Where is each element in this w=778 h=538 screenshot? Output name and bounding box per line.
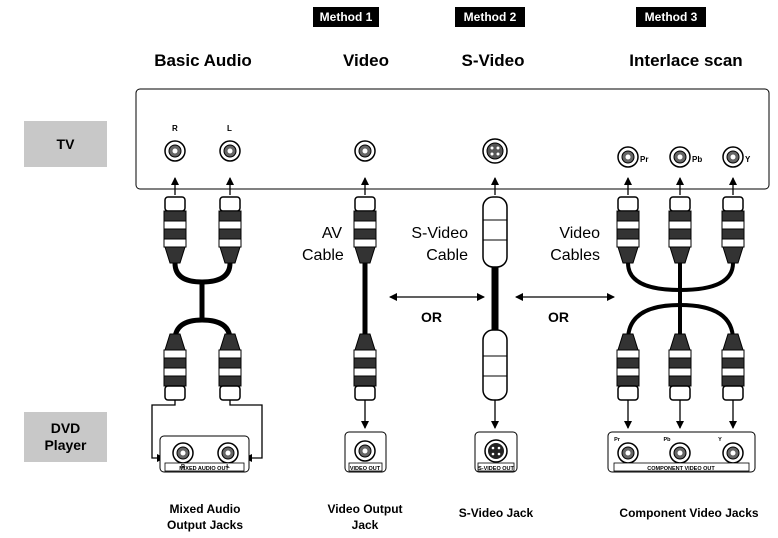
tv-label: TV <box>24 121 107 167</box>
dvd-y-label: Y <box>718 437 722 443</box>
tv-l-label: L <box>227 124 232 133</box>
dvd-video-out-panel <box>344 431 387 473</box>
tv-audio-l-jack <box>219 140 241 162</box>
s-video-out-label: S-VIDEO OUT <box>478 466 514 472</box>
dvd-mixed-audio-panel <box>159 435 250 473</box>
tv-video-jack <box>354 140 376 162</box>
dvd-label-line2: Player <box>44 437 87 453</box>
basic-audio-title: Basic Audio <box>154 51 252 70</box>
tv-pb-label: Pb <box>692 155 702 164</box>
av-cable <box>353 196 377 401</box>
tv-r-label: R <box>172 124 178 133</box>
dvd-label-line1: DVD <box>50 420 81 436</box>
dvd-pb-label: Pb <box>663 437 671 443</box>
method-3-badge: Method 3 <box>636 7 706 27</box>
tv-pr-jack <box>617 146 639 168</box>
video-caption-line1: Video Output <box>327 502 403 516</box>
video-out-label: VIDEO OUT <box>350 466 381 472</box>
dvd-r-label: R <box>181 464 185 470</box>
s-video-cable-line1: S-Video <box>411 225 468 242</box>
method-2-badge: Method 2 <box>455 7 525 27</box>
tv-audio-r-jack <box>164 140 186 162</box>
dvd-l-label: L <box>226 464 230 470</box>
av-cable-line2: Cable <box>302 247 344 264</box>
mixed-audio-caption: Mixed Audio Output Jacks <box>140 501 270 533</box>
video-caption-line2: Jack <box>351 518 379 532</box>
dvd-pr-label: Pr <box>614 437 621 443</box>
audio-cable <box>163 196 242 401</box>
tv-label-text: TV <box>56 135 75 152</box>
tv-y-jack <box>722 146 744 168</box>
video-cables-line2: Cables <box>550 247 600 264</box>
mixed-caption-line2: Output Jacks <box>166 518 244 532</box>
tv-s-video-jack <box>482 138 508 164</box>
component-video-caption: Component Video Jacks <box>619 506 759 520</box>
video-cables-line1: Video <box>559 225 600 242</box>
mixed-caption-line1: Mixed Audio <box>169 502 241 516</box>
dvd-component-panel <box>607 431 756 473</box>
s-video-cable-label: S-Video Cable <box>404 223 468 267</box>
s-video-cable <box>482 196 508 401</box>
s-video-cable-line2: Cable <box>426 247 468 264</box>
method-1-badge: Method 1 <box>313 7 379 27</box>
dvd-s-video-out-panel <box>474 431 518 473</box>
tv-pb-jack <box>669 146 691 168</box>
dvd-player-label: DVD Player <box>24 412 107 462</box>
av-cable-line1: AV <box>321 225 342 242</box>
tv-pr-label: Pr <box>640 155 648 164</box>
video-cables-label: Video Cables <box>550 223 600 267</box>
s-video-title: S-Video <box>461 51 525 70</box>
or-label-2: OR <box>548 309 569 325</box>
or-label-1: OR <box>421 309 442 325</box>
interlace-scan-title: Interlace scan <box>629 51 743 70</box>
s-video-jack-caption: S-Video Jack <box>458 506 534 520</box>
video-title: Video <box>343 51 389 70</box>
tv-panel <box>135 88 770 190</box>
mixed-audio-out-label: MIXED AUDIO OUT <box>179 466 229 472</box>
component-cables <box>616 196 745 401</box>
tv-y-label: Y <box>745 155 751 164</box>
av-cable-label: AV Cable <box>302 223 344 267</box>
component-video-out-label: COMPONENT VIDEO OUT <box>647 466 715 472</box>
video-output-caption: Video Output Jack <box>305 501 425 533</box>
